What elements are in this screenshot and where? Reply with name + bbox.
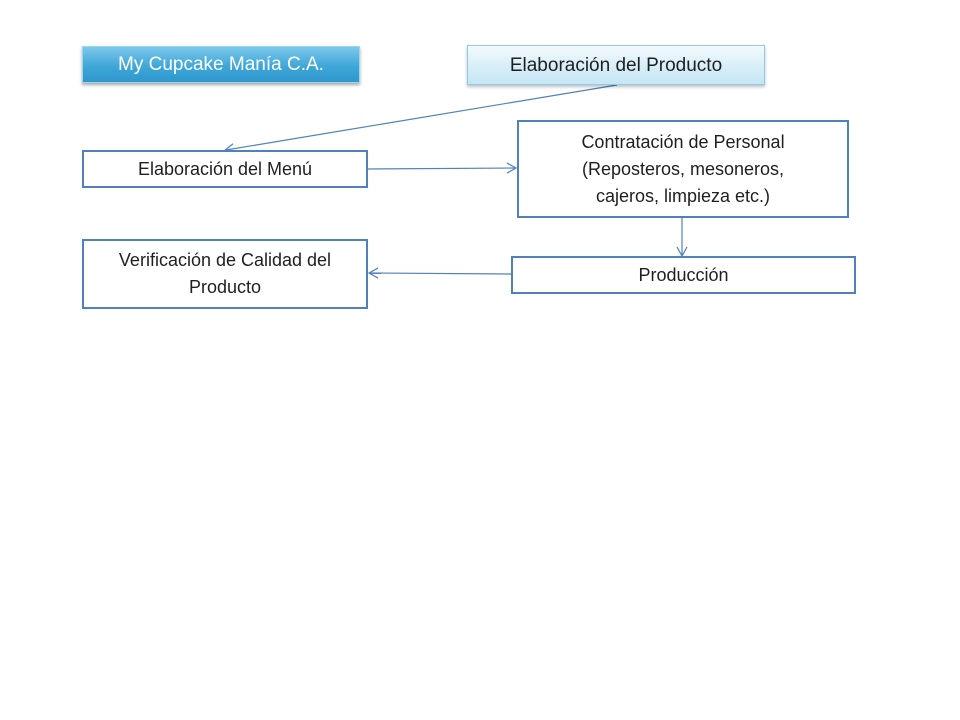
arrow-menu-to-hiring	[367, 162, 518, 174]
node-staff-hiring: Contratación de Personal (Reposteros, me…	[517, 120, 849, 218]
node-menu-elaboration: Elaboración del Menú	[82, 150, 368, 188]
arrow-production-to-quality	[367, 267, 512, 279]
arrow-product-to-menu	[223, 84, 618, 155]
node-production: Producción	[511, 256, 856, 294]
node-product-elaboration: Elaboración del Producto	[467, 45, 765, 85]
node-quality-verification: Verificación de Calidad del Producto	[82, 239, 368, 309]
company-title: My Cupcake Manía C.A.	[82, 46, 360, 83]
